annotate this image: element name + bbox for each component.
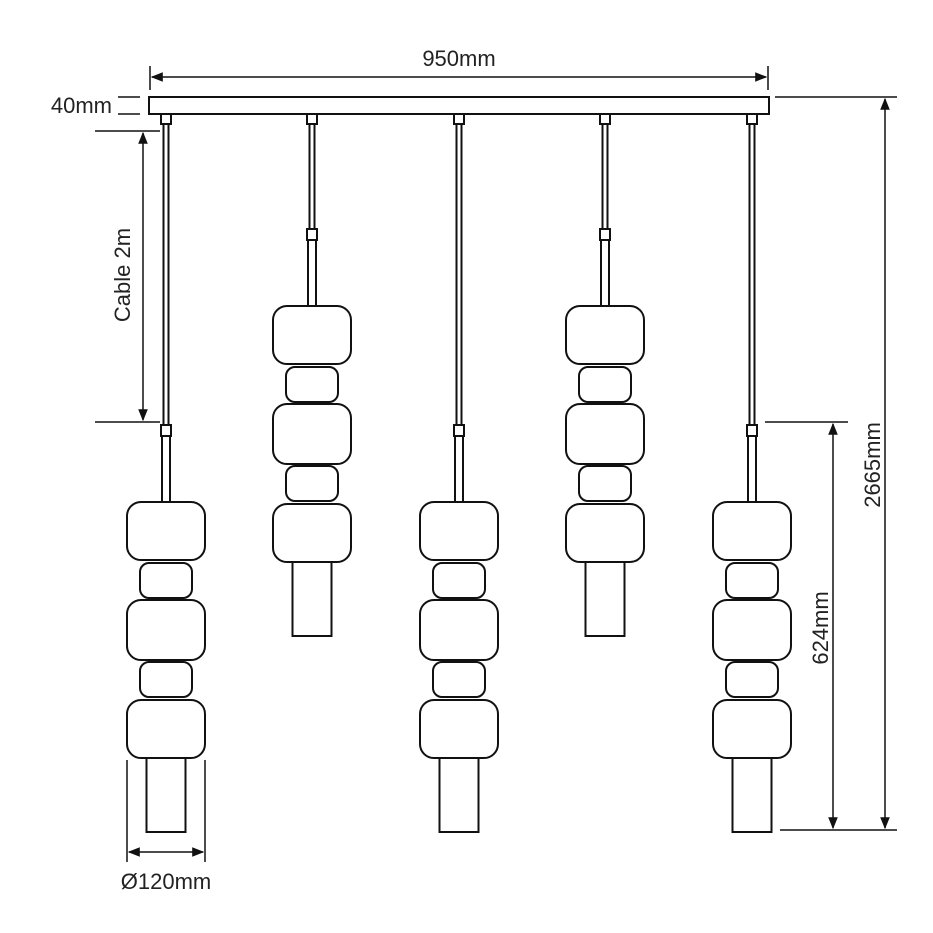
cable-label: Cable 2m (110, 228, 135, 322)
total-height-dimension: 2665mm (775, 96, 897, 831)
glass-shade (565, 503, 645, 563)
glass-tube (731, 757, 773, 833)
width-dimension: 950mm (149, 46, 769, 90)
canopy-height-label: 40mm (51, 93, 112, 118)
pendant (419, 113, 499, 833)
rod (307, 239, 317, 307)
glass-shade (285, 465, 339, 502)
glass-shade (725, 661, 779, 698)
cable-clip (599, 228, 611, 241)
glass-shade (565, 403, 645, 465)
glass-tube (145, 757, 187, 833)
pendant (126, 113, 206, 833)
glass-shade (139, 562, 193, 599)
glass-shade (565, 305, 645, 365)
glass-shade (285, 366, 339, 403)
glass-shade (419, 501, 499, 561)
glass-shade (272, 403, 352, 465)
rod (161, 435, 171, 503)
rod (600, 239, 610, 307)
cable-clip (746, 113, 758, 125)
glass-shade (725, 562, 779, 599)
cable (601, 123, 609, 231)
rod (454, 435, 464, 503)
pendant (712, 113, 792, 833)
cable (308, 123, 316, 231)
glass-shade (126, 599, 206, 661)
cable (162, 123, 170, 427)
glass-shade (419, 599, 499, 661)
rod (747, 435, 757, 503)
cable-clip (453, 424, 465, 437)
width-label: 950mm (422, 46, 495, 71)
canopy-height-dimension: 40mm (51, 93, 140, 118)
cable-clip (306, 113, 318, 125)
cable (455, 123, 463, 427)
pendant-height-label: 624mm (808, 591, 833, 664)
glass-shade (139, 661, 193, 698)
glass-tube (584, 561, 626, 637)
glass-shade (419, 699, 499, 759)
glass-shade (712, 501, 792, 561)
cable-dimension: Cable 2m (95, 130, 160, 423)
glass-shade (272, 305, 352, 365)
glass-shade (712, 599, 792, 661)
glass-shade (578, 465, 632, 502)
glass-shade (126, 501, 206, 561)
cable-clip (160, 424, 172, 437)
pendants (126, 113, 792, 833)
ceiling-canopy (148, 96, 770, 115)
cable-clip (599, 113, 611, 125)
pendant-height-dimension: 624mm (765, 421, 848, 830)
glass-shade (432, 562, 486, 599)
glass-shade (126, 699, 206, 759)
glass-shade (578, 366, 632, 403)
diameter-dimension: Ø120mm (121, 760, 211, 894)
pendant (272, 113, 352, 637)
glass-shade (272, 503, 352, 563)
cable-clip (746, 424, 758, 437)
glass-shade (432, 661, 486, 698)
cable-clip (306, 228, 318, 241)
cable-clip (453, 113, 465, 125)
pendant (565, 113, 645, 637)
total-height-label: 2665mm (860, 422, 885, 508)
diameter-label: Ø120mm (121, 869, 211, 894)
glass-tube (438, 757, 480, 833)
cable (748, 123, 756, 427)
glass-tube (291, 561, 333, 637)
glass-shade (712, 699, 792, 759)
cable-clip (160, 113, 172, 125)
